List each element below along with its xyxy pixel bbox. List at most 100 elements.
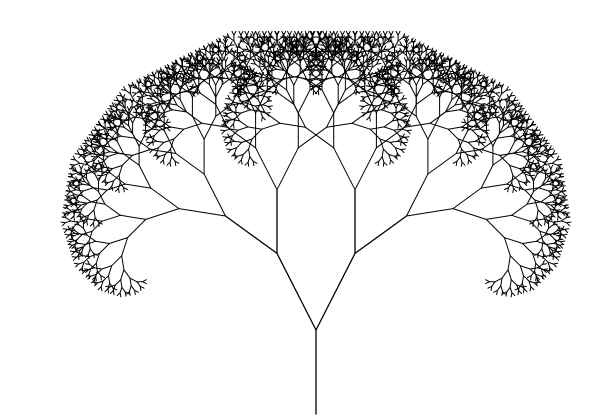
tree-branch xyxy=(439,70,443,71)
tree-branch xyxy=(223,113,227,114)
tree-branch xyxy=(480,99,484,100)
tree-branch xyxy=(558,185,562,186)
tree-branch xyxy=(511,293,512,297)
tree-branch xyxy=(232,93,236,94)
tree-branch xyxy=(408,78,412,79)
tree-branch xyxy=(94,253,95,257)
tree-branch xyxy=(562,191,566,192)
tree-branch xyxy=(72,257,76,258)
tree-branch xyxy=(401,149,405,150)
tree-branch xyxy=(95,280,96,284)
tree-branch xyxy=(137,97,141,98)
tree-branch xyxy=(522,286,526,287)
tree-branch xyxy=(530,287,531,291)
tree-branch xyxy=(80,214,81,218)
tree-branch xyxy=(118,131,119,135)
tree-branch xyxy=(565,213,569,214)
tree-branch xyxy=(157,153,158,157)
tree-branch xyxy=(470,78,474,79)
tree-branch xyxy=(369,86,373,87)
tree-branch xyxy=(89,274,90,278)
tree-branch xyxy=(401,110,405,111)
tree-branch xyxy=(560,176,564,177)
tree-branch xyxy=(384,66,388,67)
tree-branch xyxy=(478,75,482,76)
tree-branch xyxy=(561,186,565,187)
tree-branch xyxy=(71,181,75,182)
tree-branch xyxy=(163,160,164,164)
tree-branch xyxy=(239,60,243,61)
tree-branch xyxy=(267,70,271,71)
tree-branch xyxy=(170,162,171,166)
tree-branch xyxy=(384,49,388,50)
tree-branch xyxy=(534,142,538,143)
tree-branch xyxy=(93,223,94,227)
tree-branch xyxy=(545,155,549,156)
tree-branch xyxy=(149,149,153,150)
tree-branch xyxy=(70,203,74,204)
tree-branch xyxy=(148,120,152,121)
tree-branch xyxy=(531,124,535,125)
tree-branch xyxy=(541,276,545,277)
tree-branch xyxy=(545,221,546,225)
tree-branch xyxy=(549,268,550,272)
tree-branch xyxy=(549,217,553,218)
tree-branch xyxy=(147,104,151,105)
tree-branch xyxy=(407,130,411,131)
tree-branch xyxy=(563,196,567,197)
tree-branch xyxy=(317,56,321,57)
tree-branch xyxy=(225,104,229,105)
tree-branch xyxy=(101,287,102,291)
tree-branch xyxy=(267,101,271,102)
tree-branch xyxy=(64,205,68,206)
tree-branch xyxy=(105,180,106,184)
tree-branch xyxy=(351,45,355,46)
tree-branch xyxy=(308,80,312,81)
tree-branch xyxy=(103,119,107,120)
tree-branch xyxy=(513,188,514,192)
tree-branch xyxy=(402,137,406,138)
tree-branch xyxy=(560,244,564,245)
tree-branch xyxy=(226,120,230,121)
tree-branch xyxy=(239,56,243,57)
tree-branch xyxy=(83,155,87,156)
tree-branch xyxy=(94,139,98,140)
tree-branch xyxy=(227,149,231,150)
tree-branch xyxy=(132,93,136,94)
tree-branch xyxy=(275,91,276,95)
tree-branch xyxy=(496,93,500,94)
tree-branch xyxy=(237,94,241,95)
tree-branch xyxy=(519,111,523,112)
tree-branch xyxy=(553,154,557,155)
tree-branch xyxy=(313,91,314,95)
tree-branch xyxy=(533,169,537,170)
tree-branch xyxy=(558,235,562,236)
tree-branch xyxy=(233,124,234,128)
tree-branch xyxy=(160,78,164,79)
tree-branch xyxy=(506,90,510,91)
tree-branch xyxy=(66,212,70,213)
tree-branch xyxy=(514,100,518,101)
tree-branch xyxy=(93,163,97,164)
tree-branch xyxy=(73,185,77,186)
tree-branch xyxy=(308,45,312,46)
tree-branch xyxy=(184,66,188,67)
tree-branch xyxy=(231,141,232,145)
tree-branch xyxy=(469,94,473,95)
tree-branch xyxy=(113,288,114,292)
tree-branch xyxy=(310,70,314,71)
tree-branch xyxy=(403,71,407,72)
tree-branch xyxy=(555,252,559,253)
tree-branch xyxy=(87,221,88,225)
tree-branch xyxy=(390,160,391,164)
tree-branch xyxy=(255,52,259,53)
tree-branch xyxy=(362,113,366,114)
tree-branch xyxy=(246,74,250,75)
tree-branch xyxy=(65,234,69,235)
tree-branch xyxy=(74,263,78,264)
tree-branch xyxy=(235,52,239,53)
tree-branch xyxy=(63,229,67,230)
tree-branch xyxy=(566,217,570,218)
tree-branch xyxy=(78,154,82,155)
tree-branch xyxy=(65,196,69,197)
